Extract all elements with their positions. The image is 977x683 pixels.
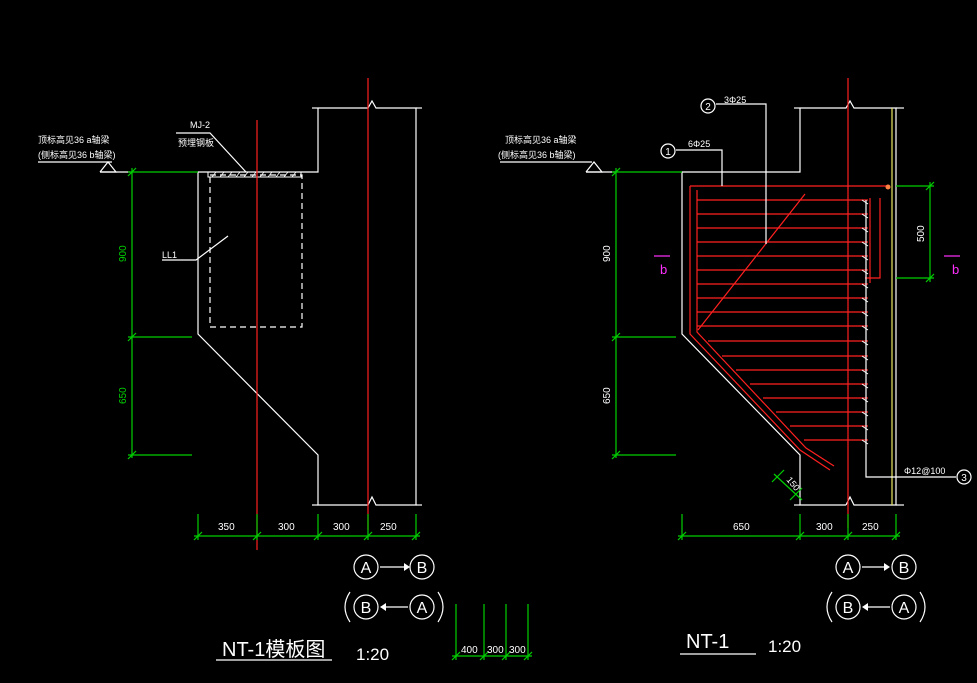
left-dim-650: 650 xyxy=(118,387,129,404)
small-dim-300b: 300 xyxy=(509,645,526,656)
right-dim-250: 250 xyxy=(862,522,879,533)
tag-2-text: 3Φ25 xyxy=(724,95,746,105)
left-axis-b-label: B xyxy=(417,560,428,577)
mj2-leader xyxy=(176,132,247,173)
rebar-horizontal-stirrups xyxy=(697,199,868,441)
rebar-hook-marks xyxy=(861,199,869,445)
left-axis-a-circle xyxy=(353,554,379,580)
tag-2-circle xyxy=(700,98,716,114)
tag-2-number: 2 xyxy=(705,102,711,113)
tag-1-number: 1 xyxy=(665,147,671,158)
right-scale: 1:20 xyxy=(768,637,801,656)
section-mark-right: b xyxy=(952,262,959,277)
ll1-dashed-box xyxy=(209,174,303,328)
ll1-leader xyxy=(162,235,229,261)
right-dim-650b: 650 xyxy=(733,522,750,533)
left-dim-350: 350 xyxy=(218,522,235,533)
right-axis-a-label: A xyxy=(843,560,854,577)
right-paren-open xyxy=(826,591,833,623)
right-paren-close xyxy=(919,591,926,623)
tag-1-text: 6Φ25 xyxy=(688,139,710,149)
tag-3-leader xyxy=(865,200,956,478)
left-axis-arrowhead-1 xyxy=(404,563,410,571)
right-horizontal-dimensions xyxy=(677,514,901,541)
cover-dimension xyxy=(771,469,803,501)
small-dim-400: 400 xyxy=(461,645,478,656)
left-dim-900: 900 xyxy=(118,245,129,262)
left-title: NT-1模板图 xyxy=(222,638,325,661)
left-axis-arrowhead-2 xyxy=(380,603,386,611)
rebar-cage xyxy=(689,185,890,471)
right-rebar-drawing: 2 3Φ25 1 6Φ25 3 Φ12@100 顶标高见36 a轴梁 (侧标高见… xyxy=(498,78,972,656)
left-axis-b-circle xyxy=(409,554,435,580)
right-vertical-dimensions xyxy=(611,167,935,460)
right-axis-a2-circle xyxy=(891,594,917,620)
right-elev-note-1: 顶标高见36 a轴梁 xyxy=(505,134,577,145)
tag-1-leader xyxy=(676,149,723,186)
left-axis-a-label: A xyxy=(361,560,372,577)
embed-plate xyxy=(207,171,302,178)
left-axis-b2-circle xyxy=(353,594,379,620)
left-paren-open xyxy=(344,591,351,623)
tag-3-number: 3 xyxy=(961,473,967,484)
left-elev-note-2: (侧标高见36 b轴梁) xyxy=(38,149,116,160)
left-scale: 1:20 xyxy=(356,645,389,664)
left-dim-250: 250 xyxy=(380,522,397,533)
top-bar-end-marker xyxy=(885,184,891,190)
left-dim-300a: 300 xyxy=(278,522,295,533)
left-vertical-dimensions xyxy=(127,167,198,460)
left-formwork-drawing: MJ-2 预埋钢板 LL1 顶标高见36 a轴梁 (侧标高见36 b轴梁) 90… xyxy=(38,78,444,664)
embed-plate-hatch xyxy=(211,171,297,178)
tag-2-leader xyxy=(716,103,767,244)
left-paren-close xyxy=(437,591,444,623)
right-dim-300: 300 xyxy=(816,522,833,533)
right-axis-a2-label: A xyxy=(899,600,910,617)
left-dim-300b: 300 xyxy=(333,522,350,533)
tag-3-text: Φ12@100 xyxy=(904,466,945,476)
left-axis-a2-circle xyxy=(409,594,435,620)
right-title: NT-1 xyxy=(686,631,729,653)
left-horizontal-dimensions xyxy=(193,514,421,541)
left-axis-b2-label: B xyxy=(361,600,372,617)
section-mark-left: b xyxy=(660,262,667,277)
right-axis-b-label: B xyxy=(899,560,910,577)
right-axis-arrowhead-2 xyxy=(862,603,868,611)
right-dim-900: 900 xyxy=(602,245,613,262)
left-axis-a2-label: A xyxy=(417,600,428,617)
right-axis-a-circle xyxy=(835,554,861,580)
right-axis-arrowhead-1 xyxy=(884,563,890,571)
right-elev-note-2: (侧标高见36 b轴梁) xyxy=(498,149,576,160)
right-dim-500: 500 xyxy=(916,225,927,242)
tag-1-circle xyxy=(660,143,676,159)
small-dim-300a: 300 xyxy=(487,645,504,656)
ll1-label: LL1 xyxy=(162,250,177,260)
left-elev-note-1: 顶标高见36 a轴梁 xyxy=(38,134,110,145)
mj2-label: MJ-2 xyxy=(190,120,210,130)
mj2-sub-label: 预埋钢板 xyxy=(178,137,214,148)
right-axis-b2-circle xyxy=(835,594,861,620)
tag-3-circle xyxy=(956,469,972,485)
right-axis-b2-label: B xyxy=(843,600,854,617)
right-dim-650: 650 xyxy=(602,387,613,404)
right-axis-b-circle xyxy=(891,554,917,580)
small-dimension-group xyxy=(451,604,533,661)
